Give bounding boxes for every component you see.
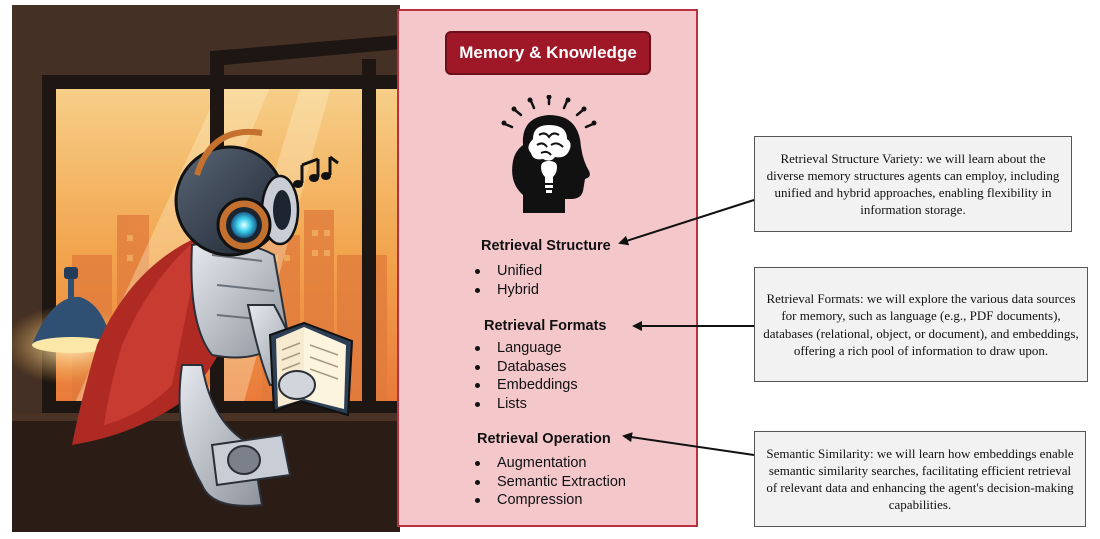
- retrieval-structure-list: Unified Hybrid: [475, 262, 542, 299]
- music-notes-icon: [293, 155, 339, 188]
- robot-reading-book-illustration: [12, 5, 400, 532]
- list-item: Embeddings: [475, 376, 578, 395]
- memory-knowledge-panel: Memory & Knowledge: [397, 9, 698, 527]
- retrieval-operation-list: Augmentation Semantic Extraction Compres…: [475, 454, 626, 510]
- list-item: Semantic Extraction: [475, 473, 626, 492]
- note-retrieval-formats: Retrieval Formats: we will explore the v…: [754, 267, 1088, 382]
- list-item: Unified: [475, 262, 542, 281]
- section-title-retrieval-operation: Retrieval Operation: [477, 431, 611, 447]
- list-item: Lists: [475, 395, 578, 414]
- list-item: Augmentation: [475, 454, 626, 473]
- bullet-icon: [475, 346, 480, 351]
- memory-knowledge-title-button[interactable]: Memory & Knowledge: [445, 31, 651, 75]
- section-title-retrieval-structure: Retrieval Structure: [481, 238, 611, 254]
- list-item: Hybrid: [475, 281, 542, 300]
- bullet-icon: [475, 479, 480, 485]
- brain-lightbulb-head-icon: [493, 94, 605, 215]
- bullet-icon: [475, 364, 480, 370]
- bullet-icon: [475, 498, 480, 503]
- bullet-icon: [475, 383, 480, 388]
- list-item: Language: [475, 339, 578, 358]
- bullet-icon: [475, 287, 480, 293]
- list-item: Databases: [475, 358, 578, 377]
- note-retrieval-structure-variety: Retrieval Structure Variety: we will lea…: [754, 136, 1072, 232]
- bullet-icon: [475, 401, 480, 407]
- bullet-icon: [475, 269, 480, 274]
- retrieval-formats-list: Language Databases Embeddings Lists: [475, 339, 578, 413]
- bullet-icon: [475, 461, 480, 466]
- note-semantic-similarity: Semantic Similarity: we will learn how e…: [754, 431, 1086, 527]
- section-title-retrieval-formats: Retrieval Formats: [484, 318, 607, 334]
- list-item: Compression: [475, 491, 626, 510]
